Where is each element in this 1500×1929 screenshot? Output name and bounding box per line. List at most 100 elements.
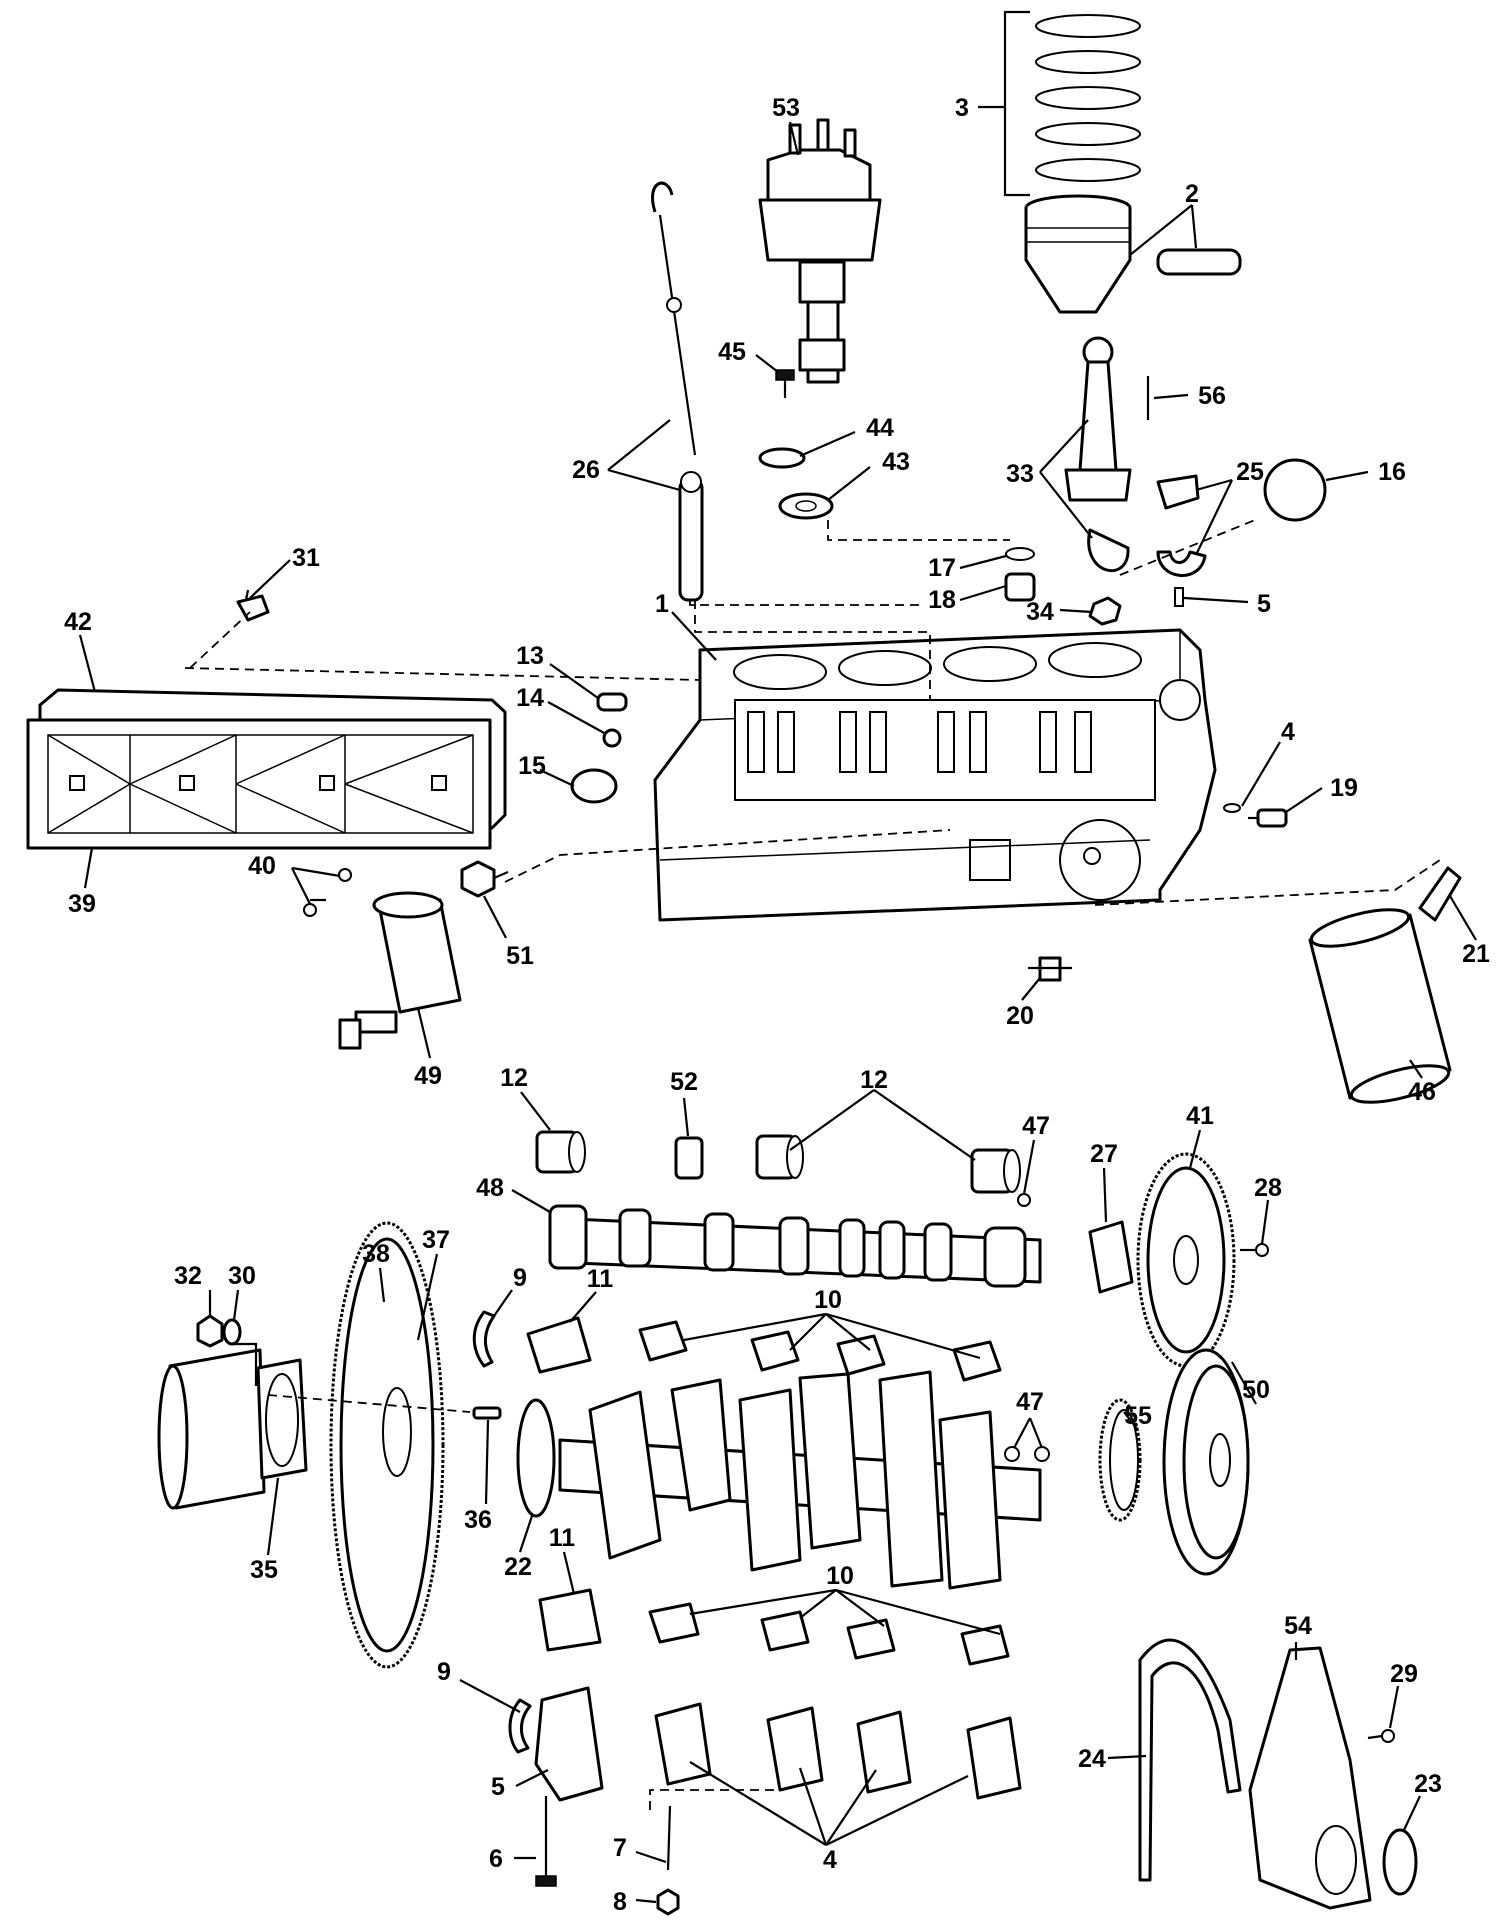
nut (1088, 596, 1122, 626)
callout-23: 23 (1414, 1770, 1442, 1798)
callout-44: 44 (866, 414, 894, 442)
callout-5-bottom: 5 (491, 1773, 505, 1801)
callout-9-bottom: 9 (437, 1658, 451, 1686)
callout-42: 42 (64, 608, 92, 636)
callout-37: 37 (422, 1226, 450, 1254)
cylinder-block (653, 628, 1217, 922)
fitting-19 (1248, 808, 1288, 828)
coupler (157, 1348, 308, 1510)
callout-15: 15 (518, 752, 546, 780)
callout-18: 18 (928, 586, 956, 614)
callout-14: 14 (516, 684, 544, 712)
main-bolt (535, 1796, 557, 1887)
callout-56: 56 (1198, 382, 1226, 410)
piston-rings (1035, 14, 1141, 182)
callout-19: 19 (1330, 774, 1358, 802)
cam-gear (1136, 1152, 1236, 1368)
callout-26: 26 (572, 456, 600, 484)
callout-12-left: 12 (500, 1064, 528, 1092)
bolt-51 (460, 860, 509, 898)
callout-13: 13 (516, 642, 544, 670)
distributor-gaskets (758, 447, 834, 520)
camshaft (548, 1204, 1042, 1288)
callout-4-top: 4 (1281, 718, 1295, 746)
callout-55: 55 (1124, 1402, 1152, 1430)
cam-bearings (535, 1130, 1021, 1194)
thrust-washer-top (472, 1310, 496, 1368)
callout-4-bottom: 4 (823, 1846, 837, 1874)
fitting-21 (1418, 866, 1462, 922)
main-stud (666, 1805, 672, 1871)
callout-21: 21 (1462, 940, 1490, 968)
main-cap-rear (534, 1686, 604, 1802)
callout-25: 25 (1236, 458, 1264, 486)
main-bearings-bottom (648, 1602, 1010, 1666)
plug-47-b (1034, 1446, 1050, 1462)
callout-38: 38 (362, 1240, 390, 1268)
main-nut (656, 1888, 680, 1916)
callout-53: 53 (772, 94, 800, 122)
bushing (1004, 547, 1036, 602)
callout-36: 36 (464, 1506, 492, 1534)
leader-lines (78, 10, 1477, 1904)
plug-47-top (1017, 1193, 1031, 1207)
front-seal (1382, 1828, 1418, 1896)
callout-28: 28 (1254, 1174, 1282, 1202)
callout-22: 22 (504, 1553, 532, 1581)
callout-47-mid: 47 (1016, 1388, 1044, 1416)
piston (1024, 194, 1242, 314)
callout-24: 24 (1078, 1745, 1106, 1773)
callout-10-bottom: 10 (826, 1562, 854, 1590)
sensor (236, 589, 270, 622)
callout-5-top: 5 (1257, 590, 1271, 618)
callout-45: 45 (718, 338, 746, 366)
assembly-lines (184, 519, 1441, 1810)
callout-6: 6 (489, 1845, 503, 1873)
plug-15 (570, 768, 618, 804)
nut-32 (196, 1314, 224, 1348)
distributor-screw (775, 369, 795, 398)
callout-9-top: 9 (513, 1264, 527, 1292)
crank-gear (1098, 1398, 1142, 1522)
callout-46: 46 (1408, 1078, 1436, 1106)
callout-47-top: 47 (1022, 1112, 1050, 1140)
dipstick (651, 181, 704, 602)
distributor (758, 118, 882, 384)
callout-31: 31 (292, 544, 320, 572)
callout-39: 39 (68, 890, 96, 918)
callout-12-right: 12 (860, 1066, 888, 1094)
dowel-pin-top (1174, 587, 1184, 607)
plug-47-a (1004, 1446, 1020, 1462)
bolt-29 (1367, 1729, 1395, 1743)
callout-27: 27 (1090, 1140, 1118, 1168)
callout-34: 34 (1026, 598, 1054, 626)
connecting-rod (1064, 336, 1132, 573)
callout-29: 29 (1390, 1660, 1418, 1688)
damper-pulley (1162, 1348, 1250, 1576)
callout-11-top: 11 (587, 1265, 614, 1293)
callout-49: 49 (414, 1062, 442, 1090)
callout-30: 30 (228, 1262, 256, 1290)
flywheel (329, 1221, 445, 1669)
callout-51: 51 (506, 942, 534, 970)
filter-housing-49 (338, 891, 462, 1050)
screws-40 (303, 868, 352, 917)
main-caps (654, 1702, 1022, 1800)
lifter (674, 1136, 704, 1180)
valve-cover (26, 688, 507, 850)
thrust-washer-bottom (508, 1698, 532, 1754)
callout-52: 52 (670, 1068, 698, 1096)
callout-3: 3 (955, 94, 969, 122)
callout-16: 16 (1378, 458, 1406, 486)
callout-2: 2 (1185, 180, 1199, 208)
bearing-shell-11-top (526, 1316, 592, 1374)
o-ring (1223, 803, 1241, 813)
callout-41: 41 (1186, 1102, 1214, 1130)
callout-labels: 1 2 3 4 4 5 5 6 7 8 9 9 10 10 11 11 12 1… (64, 94, 1490, 1916)
rod-bearings (1156, 474, 1207, 577)
fitting-20 (1028, 956, 1072, 982)
callout-33: 33 (1006, 460, 1034, 488)
callout-1: 1 (655, 590, 669, 618)
bolt-28 (1240, 1243, 1269, 1257)
